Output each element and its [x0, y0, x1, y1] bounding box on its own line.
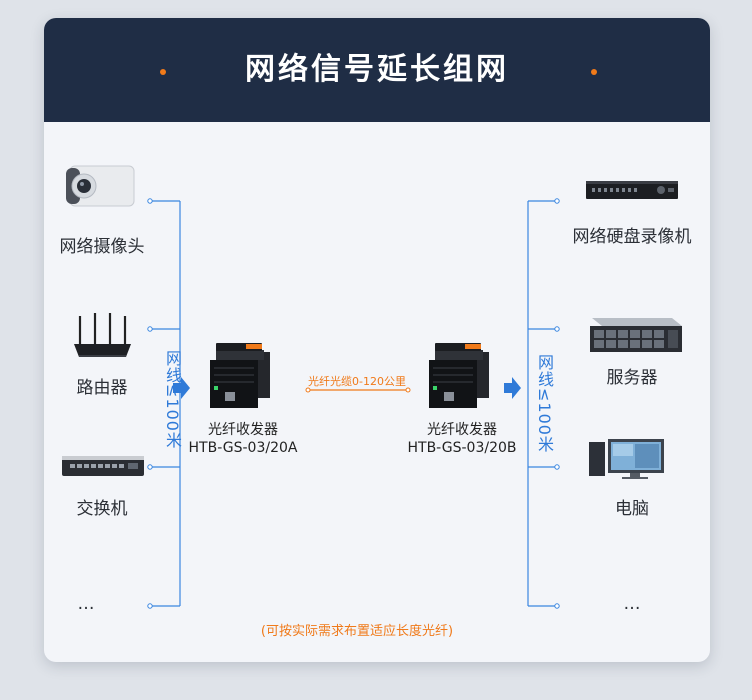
left-node [147, 603, 153, 609]
transceiver-b-model: HTB-GS-03/20B [407, 440, 517, 456]
nvr-icon [586, 181, 678, 199]
device-label-camera: 网络摄像头 [59, 237, 145, 257]
arrow-right-icon [504, 377, 521, 399]
right-node [554, 464, 560, 470]
computer-icon [589, 439, 664, 479]
router-icon [74, 313, 131, 357]
device-label-server: 服务器 [606, 368, 658, 388]
left-bracket [150, 200, 181, 607]
footnote: (可按实际需求布置适应长度光纤) [260, 624, 454, 639]
device-label-router: 路由器 [76, 378, 128, 398]
right-node [554, 198, 560, 204]
camera-icon [66, 165, 135, 207]
right-node [554, 326, 560, 332]
left-node [147, 198, 153, 204]
transceiver-icon [210, 343, 270, 408]
header-dot-right [591, 69, 597, 75]
right-node [554, 603, 560, 609]
transceiver-b-name: 光纤收发器 [427, 422, 497, 438]
transceiver-a-name: 光纤收发器 [208, 422, 278, 438]
device-label-more-right: … [623, 594, 641, 614]
left-node [147, 464, 153, 470]
fiber-label: 光纤光缆0-120公里 [308, 375, 406, 388]
header-dot-left [160, 69, 166, 75]
left-node [147, 326, 153, 332]
right-bracket [527, 200, 557, 607]
transceiver-a-model: HTB-GS-03/20A [188, 440, 298, 456]
device-label-more-left: … [77, 594, 95, 614]
device-label-switch: 交换机 [76, 499, 128, 519]
arrow-right-icon [173, 377, 190, 399]
fiber-link [305, 387, 411, 393]
page-title: 网络信号延长组网 [245, 52, 509, 87]
left-cable-label: 网线≤100米 [163, 350, 182, 449]
switch-icon [62, 456, 144, 476]
server-icon [590, 318, 682, 352]
transceiver-icon [429, 343, 489, 408]
device-label-computer: 电脑 [615, 499, 649, 519]
right-cable-label: 网线≤100米 [535, 354, 554, 453]
header-bar: 网络信号延长组网 [44, 18, 710, 122]
device-label-nvr: 网络硬盘录像机 [572, 227, 692, 247]
